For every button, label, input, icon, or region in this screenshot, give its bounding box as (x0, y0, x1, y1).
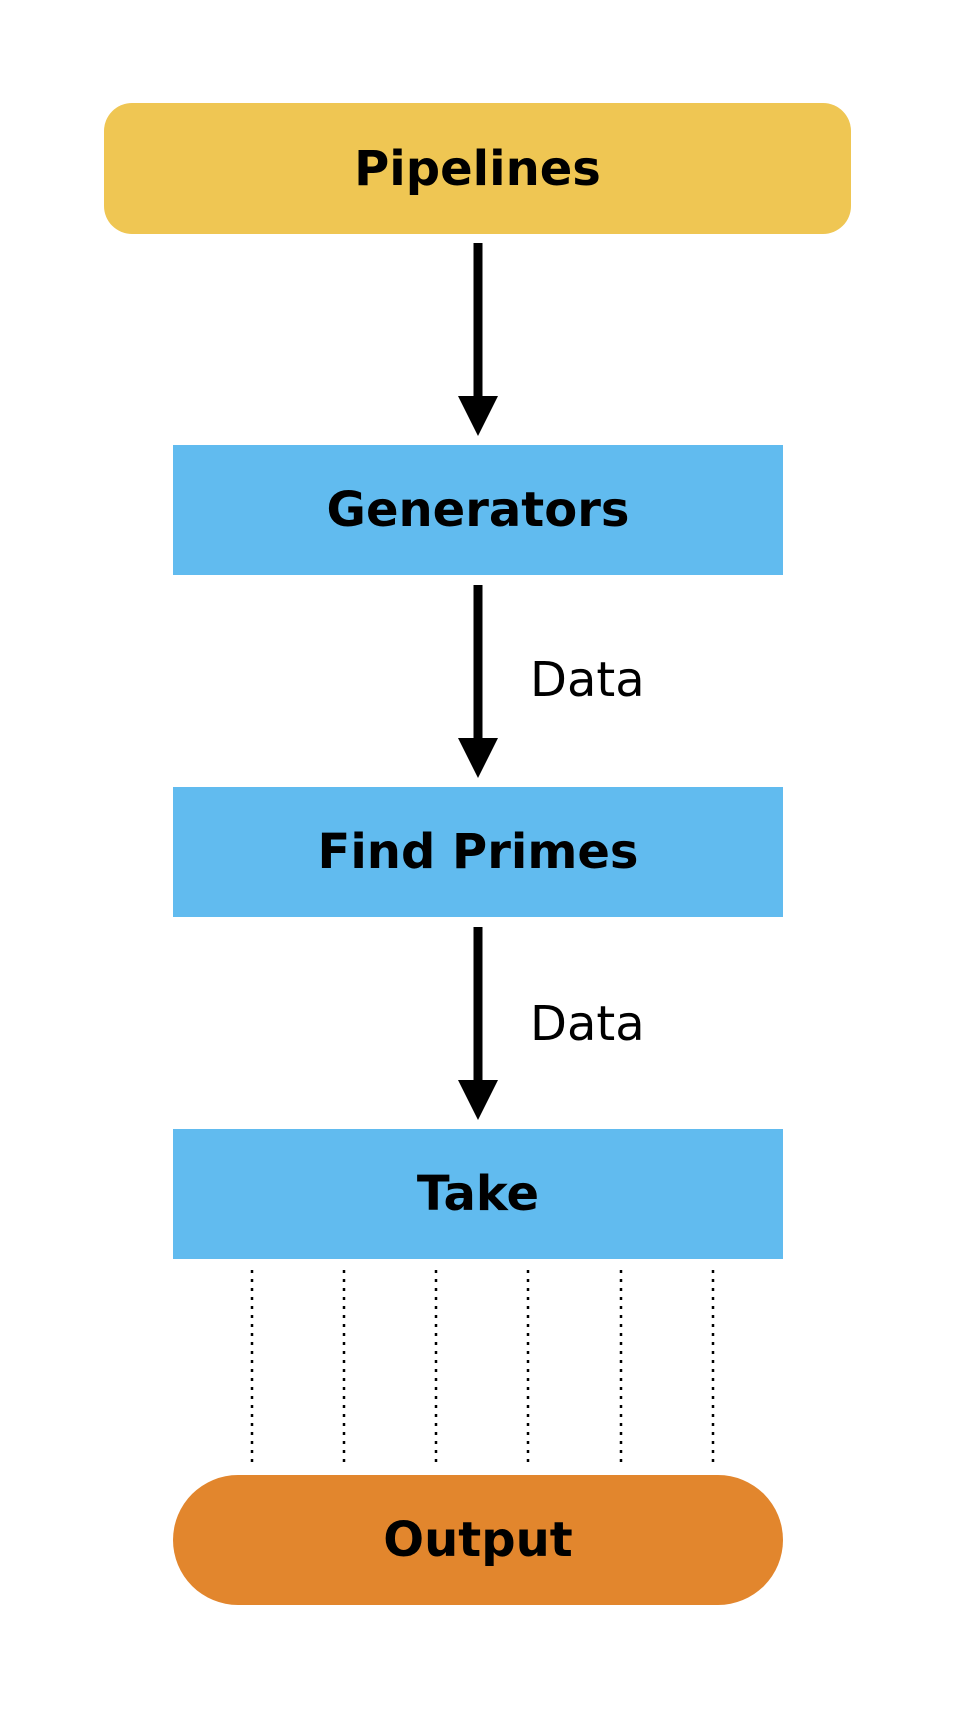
output-label: Output (383, 1512, 573, 1568)
edge-label-data: Data (530, 996, 645, 1052)
arrow-generators-to-find-primes (458, 585, 498, 778)
generators-label: Generators (326, 482, 630, 538)
pipelines-node: Pipelines (104, 103, 851, 234)
take-label: Take (416, 1166, 540, 1222)
find-primes-node: Find Primes (173, 787, 783, 917)
dotted-connectors-take-to-output (250, 1270, 715, 1462)
generators-node: Generators (173, 445, 783, 575)
find-primes-label: Find Primes (317, 824, 639, 880)
arrow-pipelines-to-generators (458, 243, 498, 436)
output-node: Output (173, 1475, 783, 1605)
arrow-find-primes-to-take (458, 927, 498, 1120)
edge-label-data: Data (530, 652, 645, 708)
take-node: Take (173, 1129, 783, 1259)
pipelines-label: Pipelines (354, 140, 601, 197)
